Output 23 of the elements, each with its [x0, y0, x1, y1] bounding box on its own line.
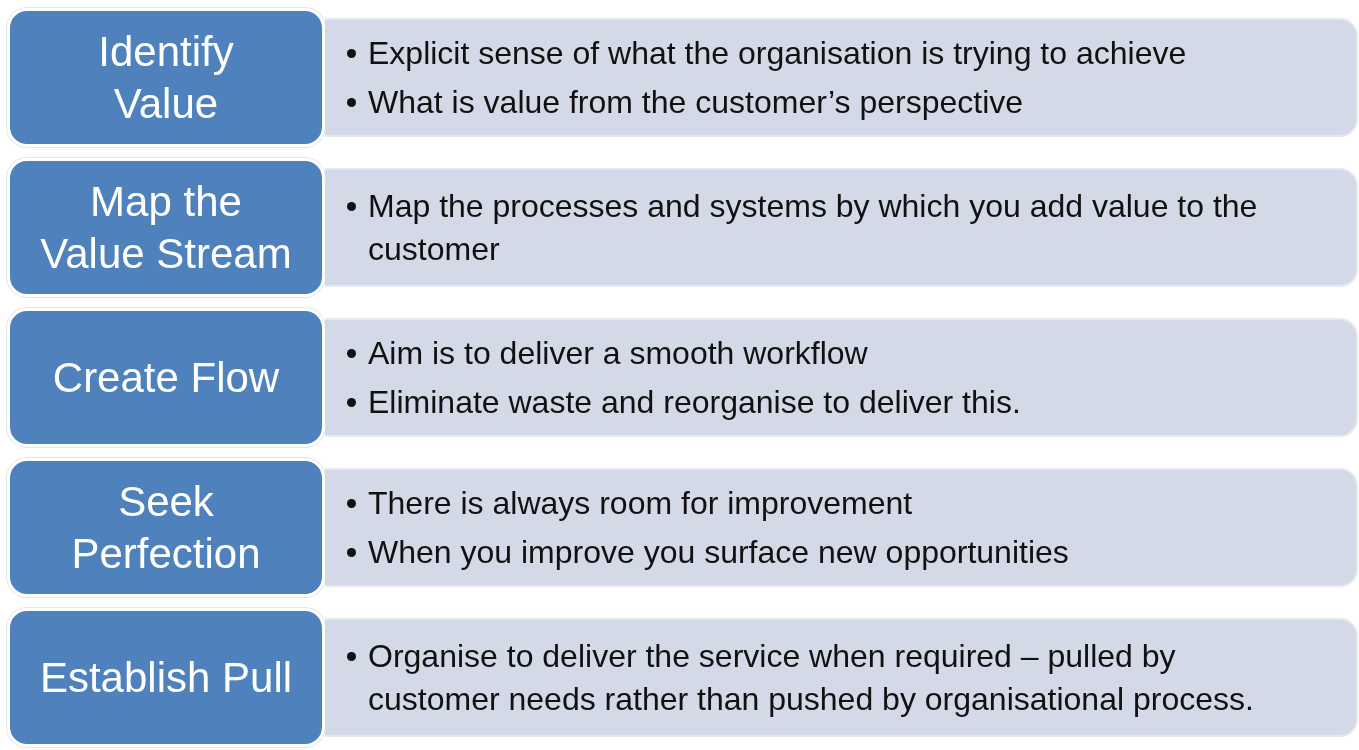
bullet-text: When you improve you surface new opportunities: [368, 532, 1069, 572]
bullet-text: There is always room for improvement: [368, 483, 913, 523]
bullet-text: Aim is to deliver a smooth workflow: [368, 333, 868, 373]
bullet-text: Eliminate waste and reorganise to deliver this.: [368, 382, 1021, 422]
step-title: Create Flow: [52, 352, 280, 403]
bullet-text: Explicit sense of what the organisation is trying to achieve: [368, 33, 1187, 73]
bullet-text: Map the processes and systems by which you add value to the customer: [368, 186, 1259, 269]
step-box: [7, 608, 325, 747]
description-panel: [325, 168, 1358, 287]
description-panel: [325, 18, 1358, 137]
step-title: Establish Pull: [39, 652, 293, 703]
step-box: [7, 458, 325, 597]
step-title: Map the Value Stream: [39, 176, 293, 279]
description-panel: [325, 318, 1358, 437]
step-box: [7, 308, 325, 447]
description-panel: [325, 468, 1358, 587]
step-title: Identify Value: [97, 26, 235, 129]
bullet-text: What is value from the customer’s perspective: [368, 82, 1024, 122]
description-panel: [325, 618, 1358, 737]
step-title: Seek Perfection: [70, 476, 262, 579]
step-box: [7, 8, 325, 147]
bullet-text: Organise to deliver the service when required – pulled by customer needs rather than pushed by organisational process.: [368, 636, 1255, 719]
step-box: [7, 158, 325, 297]
